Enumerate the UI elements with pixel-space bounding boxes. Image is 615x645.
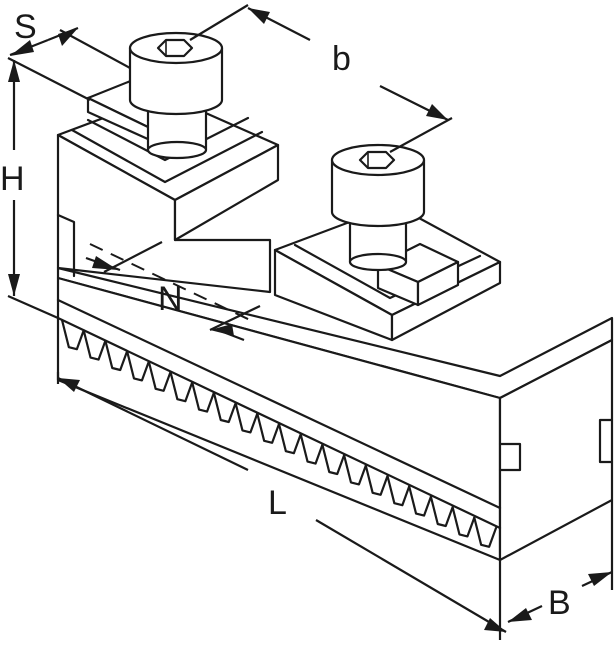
tooth (125, 350, 150, 382)
tooth (473, 516, 498, 548)
tooth (343, 454, 367, 486)
tooth (169, 370, 194, 403)
dimension-l (56, 372, 507, 640)
label-l: L (268, 484, 287, 522)
dimension-b-width (507, 500, 614, 623)
tooth (234, 402, 259, 434)
tooth (321, 443, 346, 476)
tooth (104, 339, 129, 372)
left-screw (128, 31, 224, 160)
tooth (299, 433, 324, 465)
tooth (429, 495, 454, 528)
label-h: H (0, 160, 25, 198)
dimension-b (189, 4, 453, 153)
tooth (212, 391, 237, 424)
label-b-width: B (548, 584, 571, 622)
tooth (147, 360, 172, 392)
tooth (451, 506, 476, 538)
dimension-s (9, 26, 131, 69)
tooth (364, 464, 389, 496)
tooth (277, 422, 302, 455)
right-screw (330, 143, 426, 272)
dimension-h (7, 57, 91, 320)
jaw-teeth (60, 318, 498, 548)
label-n: N (158, 280, 183, 318)
label-b: b (332, 40, 351, 78)
tooth (82, 329, 107, 361)
tooth (408, 485, 432, 517)
right-slide-block (273, 203, 502, 342)
label-s: S (14, 8, 37, 46)
tooth (386, 474, 411, 507)
dimension-n (85, 241, 261, 342)
tooth (256, 412, 281, 444)
tooth (191, 381, 215, 413)
tooth (60, 318, 85, 351)
